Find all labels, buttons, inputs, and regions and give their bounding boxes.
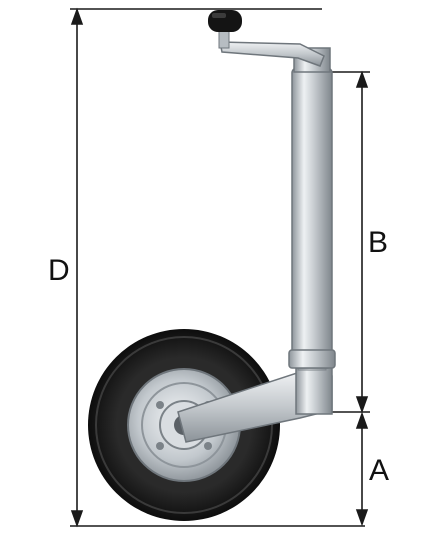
dimension-d-bottom-arrow <box>70 510 84 528</box>
dimension-label-d: D <box>48 254 70 287</box>
tire-tread-ring <box>95 336 273 514</box>
dimension-b <box>330 70 370 414</box>
dimension-b-top-arrow <box>355 70 369 88</box>
crank-handle <box>208 10 325 67</box>
rim-bolt <box>156 401 164 409</box>
dimension-d <box>70 7 365 528</box>
fork-clamp <box>295 365 333 415</box>
rim-bolt <box>204 442 212 450</box>
dimension-b-bottom-arrow <box>355 396 369 414</box>
crank-arm <box>219 41 325 67</box>
dimension-a-top-arrow <box>355 411 369 429</box>
outer-tube-collar <box>288 349 336 369</box>
dimension-label-a: A <box>369 454 390 487</box>
wheel <box>88 329 280 521</box>
dimension-a <box>355 411 369 527</box>
dimension-d-top-arrow <box>70 7 84 25</box>
rim-bolt <box>156 442 164 450</box>
outer-tube-body <box>291 67 333 369</box>
outer-tube <box>288 47 336 369</box>
dimension-label-b: B <box>368 226 389 259</box>
crank-knob-highlight <box>212 13 226 18</box>
dimension-a-bottom-arrow <box>355 509 369 527</box>
fork-arm <box>177 365 333 443</box>
